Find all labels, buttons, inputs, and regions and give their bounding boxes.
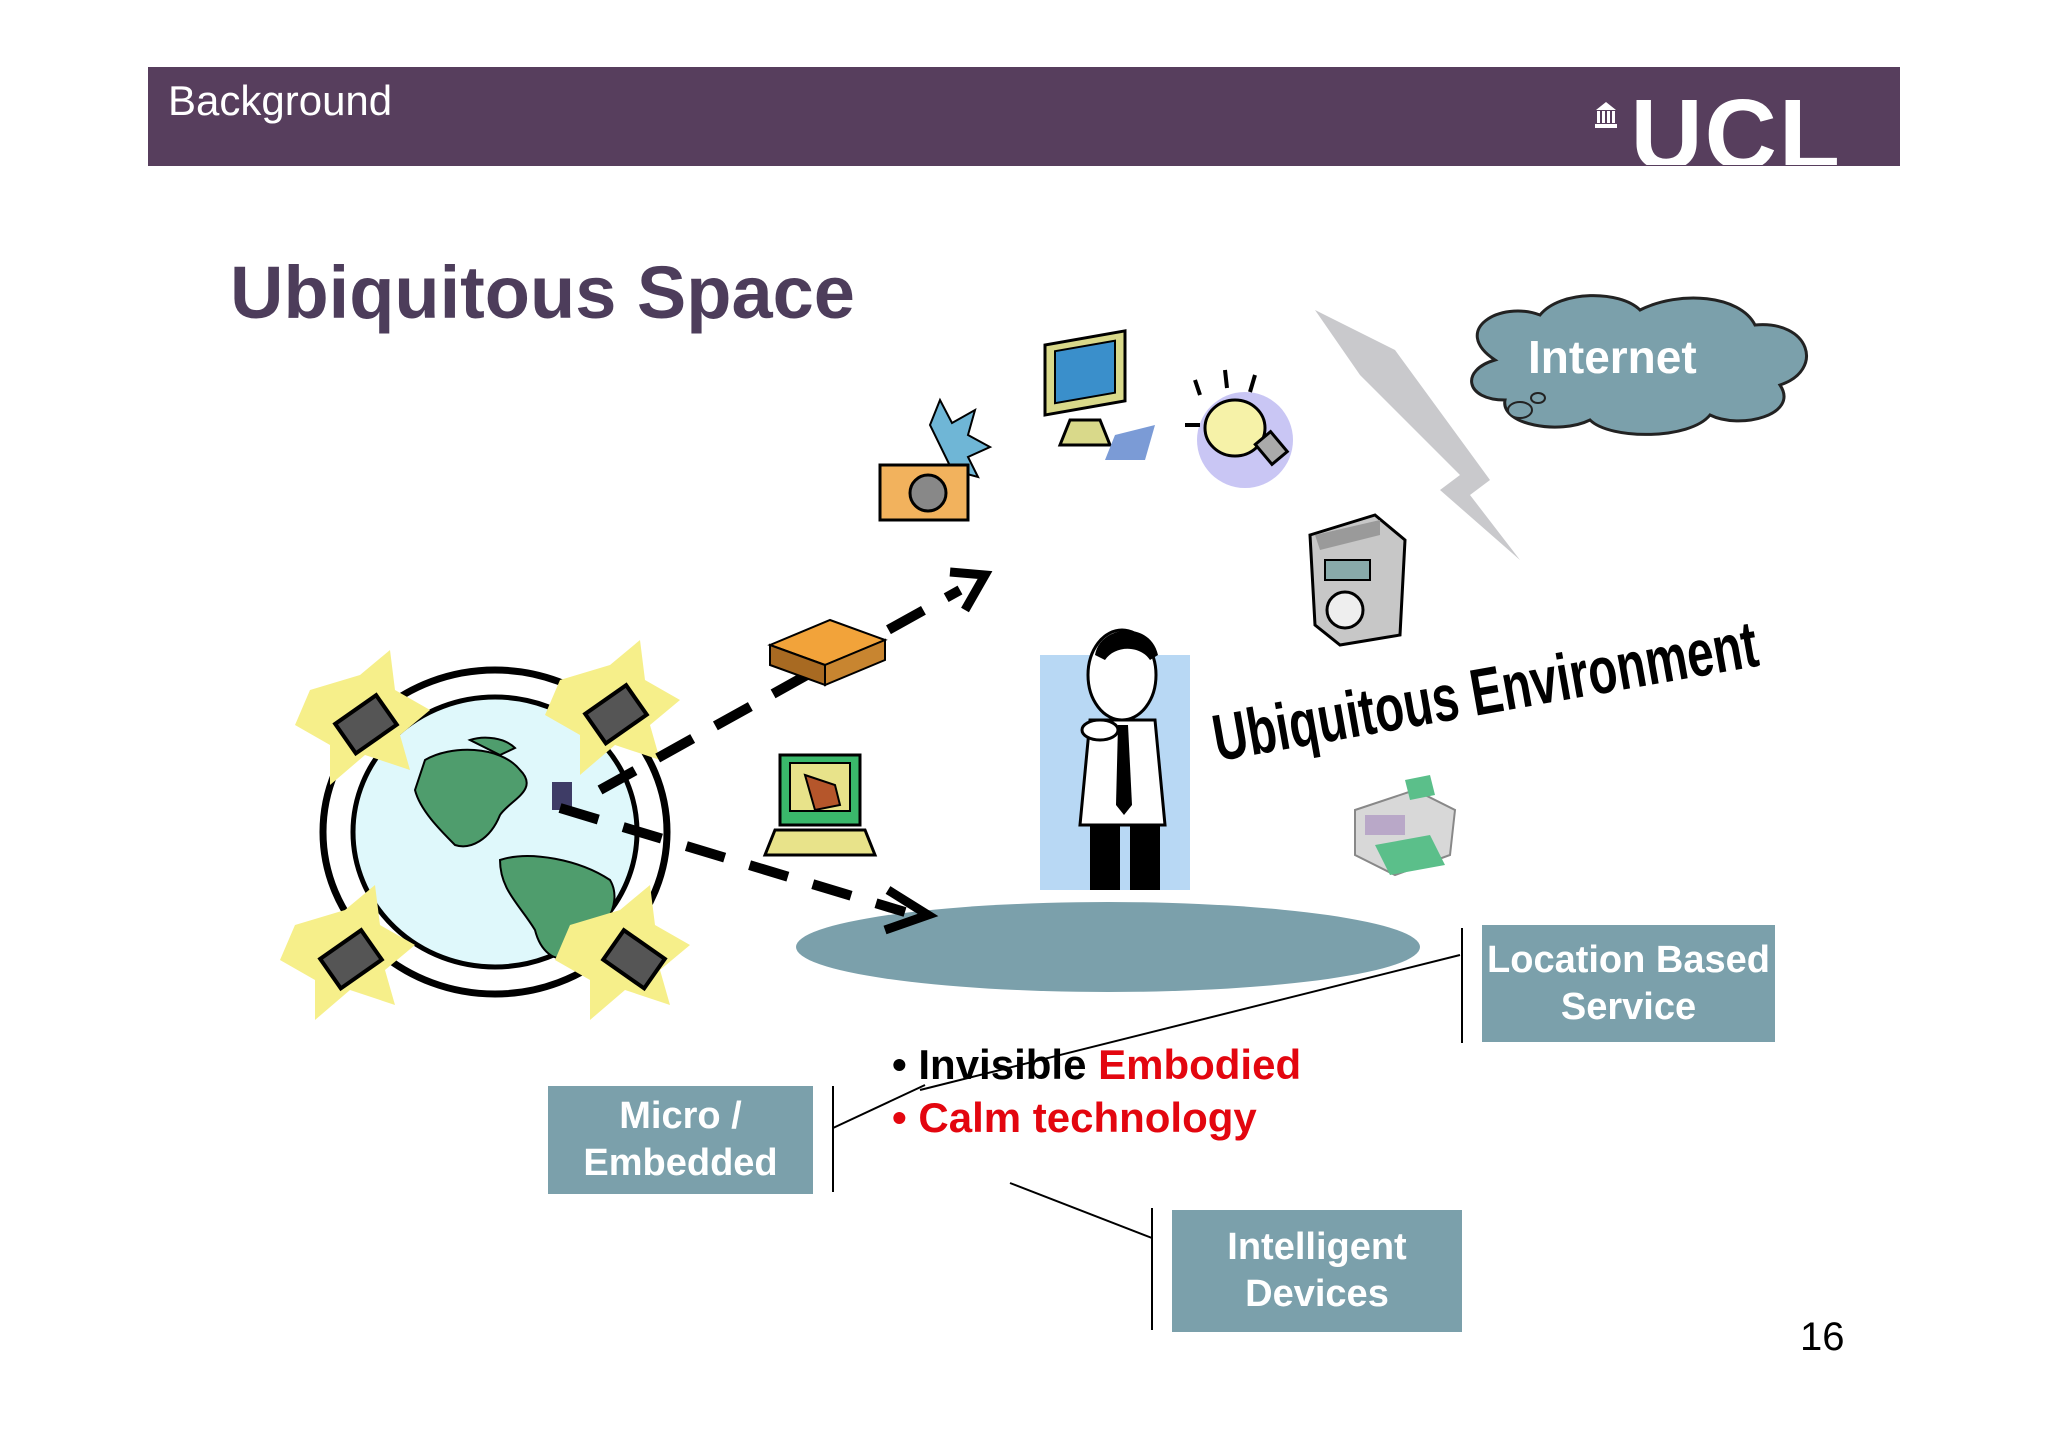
bullet-invisible-embodied: • Invisible Embodied (892, 1038, 1301, 1091)
bullet-calm-technology: • Calm technology (892, 1094, 1257, 1141)
micro-line-1: Micro / (619, 1095, 742, 1137)
lightning-icon (1315, 310, 1520, 560)
computer-icon (555, 885, 690, 1020)
computer-icon (545, 640, 680, 775)
camera-icon (878, 397, 993, 522)
bullet-invisible: • Invisible (892, 1041, 1087, 1088)
bullet-embodied: Embodied (1098, 1041, 1302, 1088)
arrow-head-up (949, 567, 993, 613)
speaker-icon (1308, 513, 1407, 647)
book-icon (767, 618, 888, 687)
computer-icon (295, 650, 430, 785)
ucl-portico-icon (1595, 102, 1617, 128)
connector-location (919, 954, 1461, 1091)
page-number: 16 (1800, 1315, 1845, 1359)
bullet-list: • Invisible Embodied • Calm technology (892, 1038, 1301, 1144)
micro-embedded-box: Micro / Embedded (548, 1086, 813, 1194)
dashed-arrow-down (558, 803, 907, 917)
location-line-1: Location Based (1487, 938, 1770, 981)
intelligent-devices-box: Intelligent Devices (1172, 1210, 1462, 1332)
environment-platform (796, 902, 1420, 992)
internet-label: Internet (1528, 331, 1697, 383)
arrow-head-down (883, 886, 939, 935)
ucl-logo: UCL (1630, 85, 1842, 165)
businessman-icon (1040, 628, 1190, 890)
lightbulb-icon (1185, 369, 1293, 488)
slide-title: Ubiquitous Space (230, 251, 855, 334)
globe-icon (319, 666, 671, 998)
location-based-service-box: Location Based Service (1482, 925, 1775, 1042)
dashed-arrow-up (597, 585, 963, 795)
monitor-icon (1043, 329, 1155, 460)
micro-line-2: Embedded (583, 1142, 778, 1184)
connector-intelligent (1009, 1182, 1153, 1239)
cloud-icon (1470, 294, 1808, 436)
terminal-icon (762, 753, 878, 857)
intelligent-line-1: Intelligent (1227, 1226, 1407, 1268)
connector-micro (832, 1084, 926, 1129)
location-line-2: Service (1560, 985, 1697, 1028)
section-title: Background (168, 77, 393, 124)
computer-icon (280, 885, 415, 1020)
printer-icon (1354, 775, 1457, 877)
intelligent-line-2: Devices (1245, 1273, 1389, 1315)
